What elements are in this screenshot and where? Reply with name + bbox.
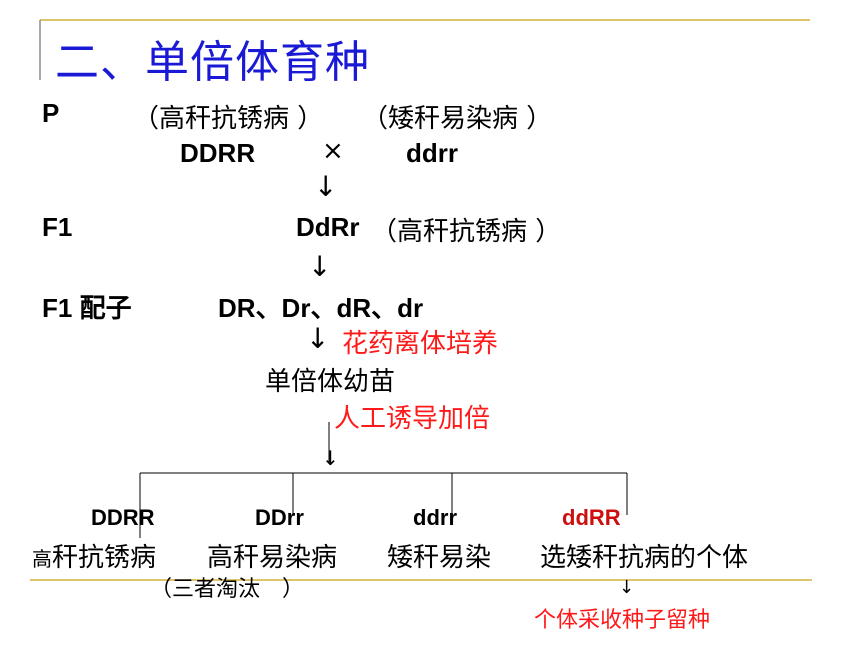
phenotype-prefix: 高 — [32, 547, 52, 571]
step-anther-culture: 花药离体培养 — [342, 329, 499, 359]
offspring-phenotype: 高秆易染病 — [207, 543, 338, 573]
offspring-phenotype-selected: 选矮秆抗病的个体 — [540, 543, 749, 573]
f1-phenotype: （高秆抗锈病 ） — [371, 217, 562, 247]
offspring-genotype-selected: ddRR — [562, 505, 621, 530]
gametes: DR、Dr、dR、dr — [218, 293, 424, 323]
p-genotype2: ddrr — [406, 138, 458, 168]
p-label: P — [42, 98, 60, 128]
step-doubling: 人工诱导加倍 — [334, 404, 491, 434]
f1-genotype: DdRr — [296, 212, 360, 242]
gamete-label: F1 配子 — [42, 293, 132, 323]
phenotype-text: 秆抗锈病 — [52, 543, 157, 573]
p-genotype1: DDRR — [180, 138, 256, 168]
haploid-seedling: 单倍体幼苗 — [265, 367, 396, 397]
offspring-phenotype: 矮秆易染 — [387, 543, 492, 573]
arrow-down-icon: ↓ — [308, 250, 332, 283]
page-title: 二、单倍体育种 — [55, 37, 370, 88]
offspring-genotype: ddrr — [413, 505, 457, 530]
p-parent2-phenotype: （矮秆易染病 ） — [362, 104, 553, 134]
cross-symbol: × — [322, 136, 344, 166]
arrow-down-icon: ↓ — [619, 577, 635, 598]
final-step: 个体采收种子留种 — [534, 608, 711, 633]
p-parent1-phenotype: （高秆抗锈病 ） — [133, 104, 324, 134]
offspring-phenotype: 高秆抗锈病 — [32, 537, 156, 574]
arrow-down-icon: ↓ — [306, 322, 330, 355]
offspring-genotype: DDrr — [255, 505, 304, 530]
f1-label: F1 — [42, 212, 73, 242]
arrow-down-icon: ↓ — [322, 446, 339, 470]
eliminate-note: （三者淘汰 ） — [150, 577, 305, 602]
arrow-down-icon: ↓ — [314, 170, 338, 203]
offspring-genotype: DDRR — [91, 505, 155, 530]
